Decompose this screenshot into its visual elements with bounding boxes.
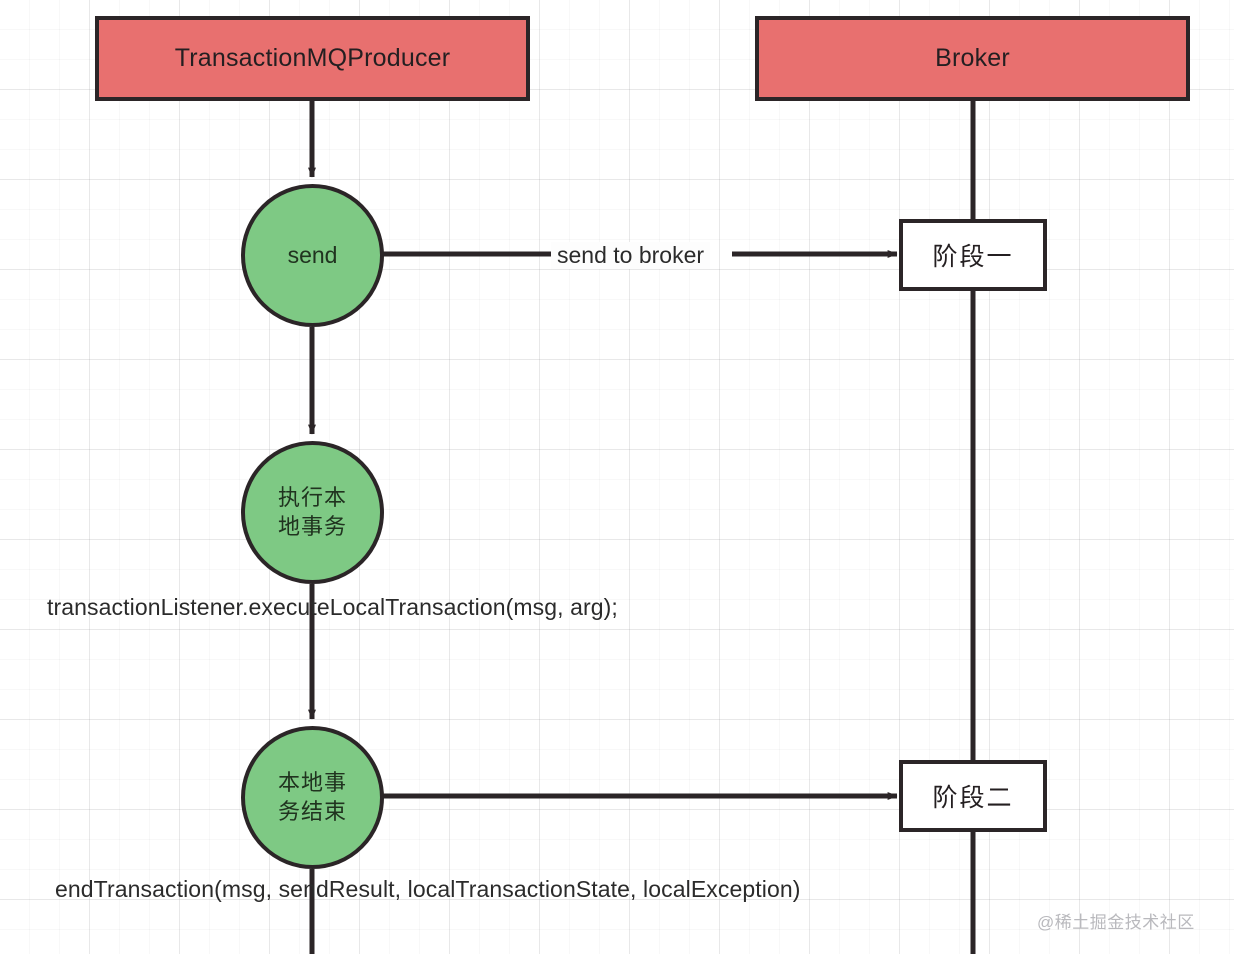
state-exec-local-label-line-2: 地事务 <box>277 513 347 539</box>
stage-two-label: 阶段二 <box>932 784 1014 812</box>
state-local-end-label-line-1: 本地事 <box>277 770 347 796</box>
stage-box-two[interactable]: 阶段二 <box>899 760 1047 832</box>
annotation-end-transaction: endTransaction(msg, sendResult, localTra… <box>55 876 801 902</box>
participant-broker[interactable]: Broker <box>755 16 1190 101</box>
participant-producer-label: TransactionMQProducer <box>174 44 451 72</box>
state-local-end-label-line-2: 务结束 <box>277 798 347 824</box>
state-node-local-transaction-end[interactable]: 本地事 务结束 <box>241 726 384 869</box>
state-exec-local-label-line-1: 执行本 <box>277 485 347 511</box>
state-node-send[interactable]: send <box>241 184 384 327</box>
watermark: @稀土掘金技术社区 <box>1037 913 1195 932</box>
stage-one-label: 阶段一 <box>932 243 1014 271</box>
annotation-execute-local-transaction: transactionListener.executeLocalTransact… <box>47 594 618 620</box>
state-send-label-line-1: send <box>287 241 338 268</box>
participant-transaction-mq-producer[interactable]: TransactionMQProducer <box>95 16 530 101</box>
participant-broker-label: Broker <box>935 44 1010 72</box>
edge-label-send-to-broker: send to broker <box>551 242 711 269</box>
state-node-execute-local-transaction[interactable]: 执行本 地事务 <box>241 441 384 584</box>
stage-box-one[interactable]: 阶段一 <box>899 219 1047 291</box>
